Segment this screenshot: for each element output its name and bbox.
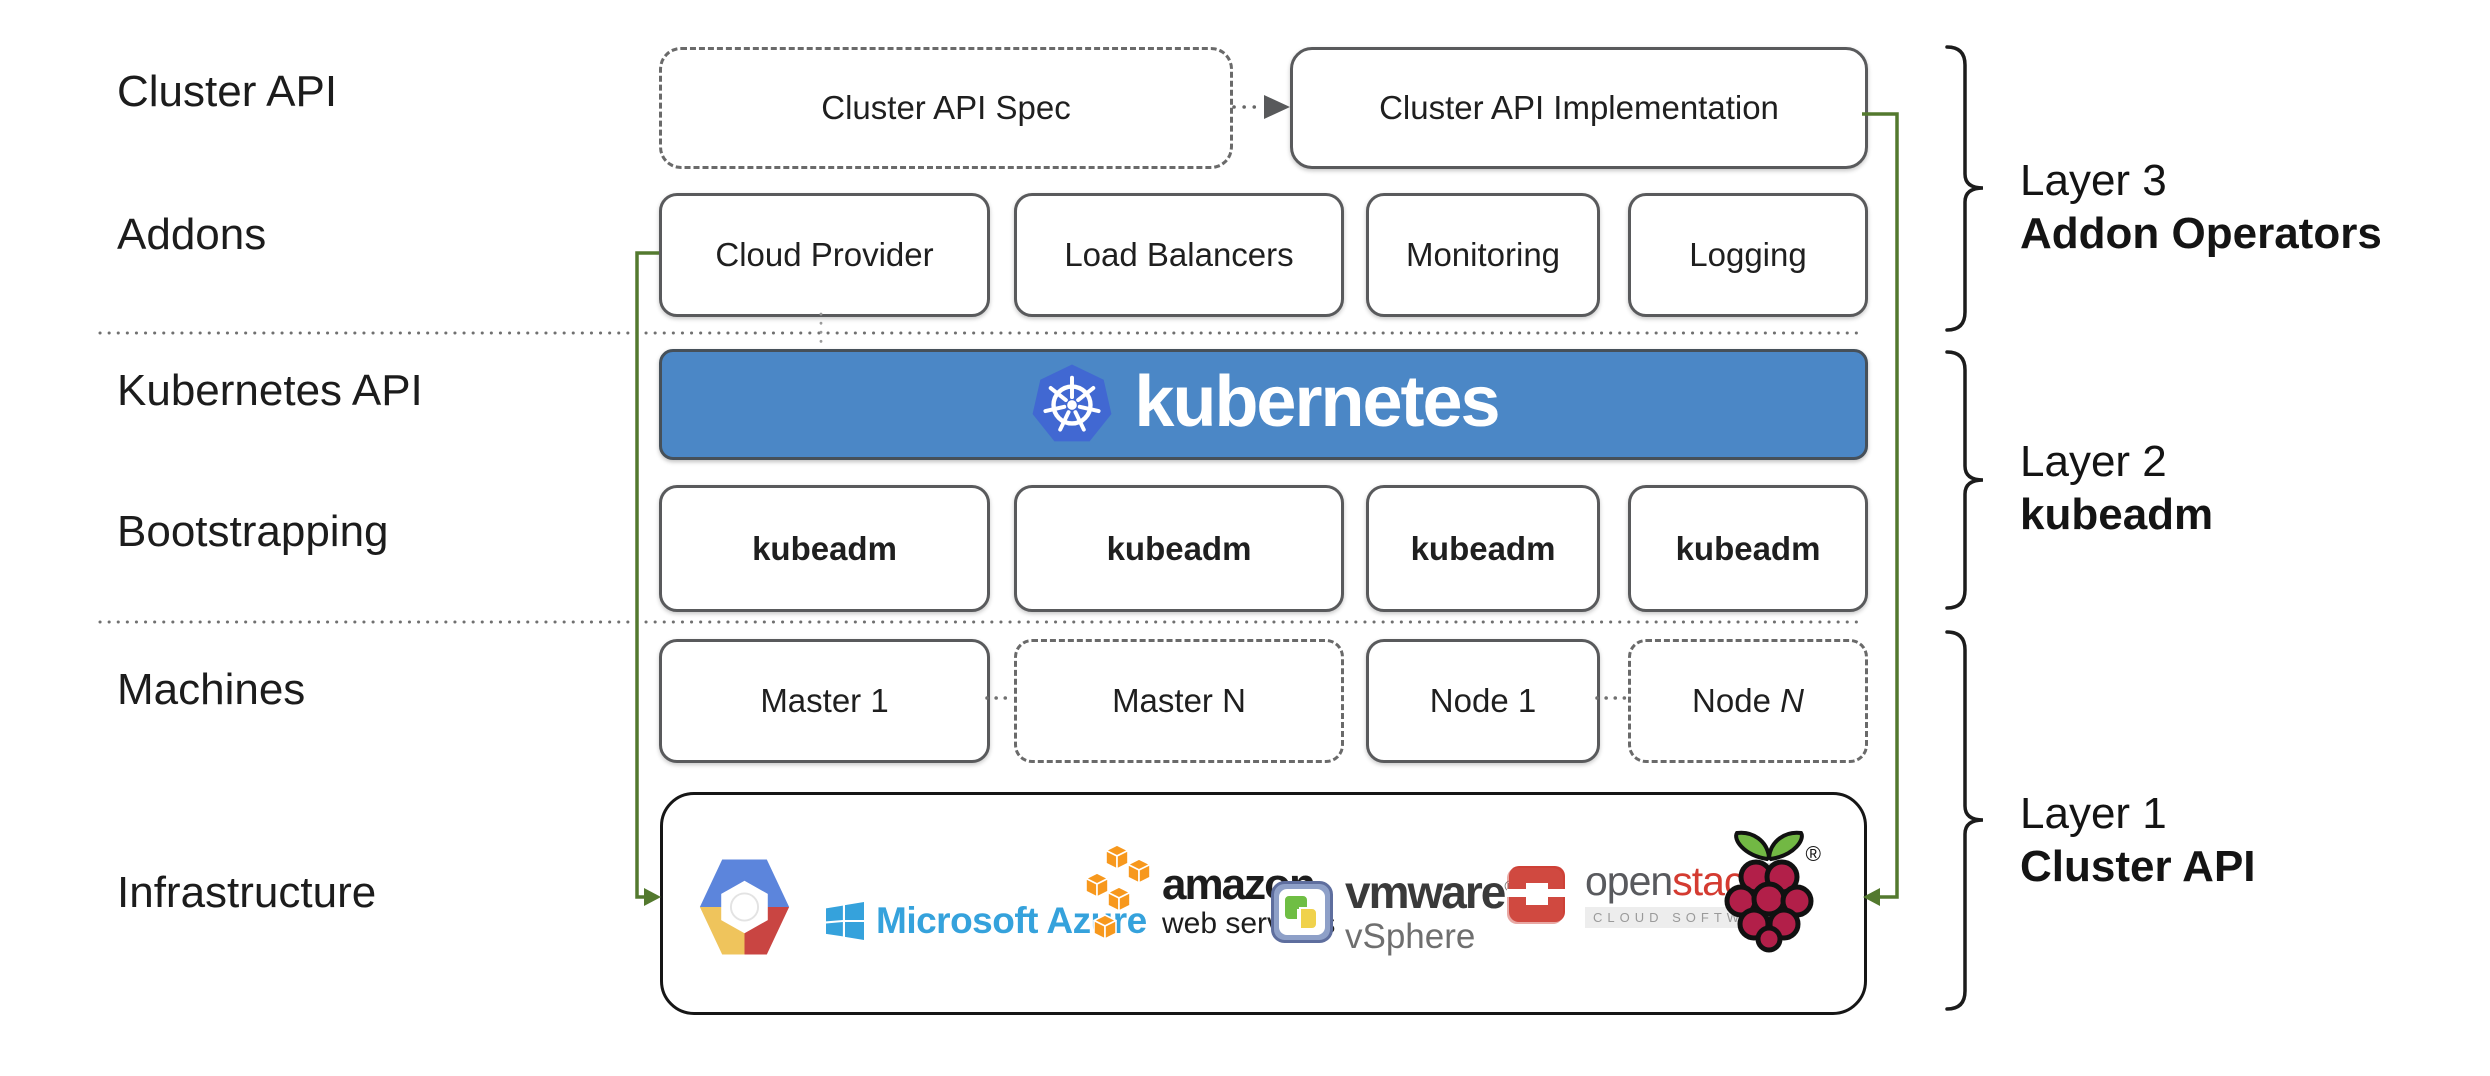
logging-box: Logging xyxy=(1628,193,1868,317)
kubeadm-box-4: kubeadm xyxy=(1628,485,1868,612)
layer2-subtitle: kubeadm xyxy=(2020,490,2214,539)
cloud-provider-box: Cloud Provider xyxy=(659,193,990,317)
vmware-icon xyxy=(1271,880,1333,943)
row-label-cluster-api: Cluster API xyxy=(117,67,338,116)
layer3-subtitle: Addon Operators xyxy=(2020,209,2382,258)
openstack-icon xyxy=(1507,865,1569,924)
kubeadm-box-2: kubeadm xyxy=(1014,485,1344,612)
row-label-bootstrapping: Bootstrapping xyxy=(117,507,389,556)
kubernetes-logo-icon xyxy=(1032,364,1112,441)
kubeadm-label-1: kubeadm xyxy=(752,529,897,567)
google-cloud-icon xyxy=(699,859,790,955)
layer2-title: Layer 2 xyxy=(2020,437,2167,486)
logging-label: Logging xyxy=(1689,236,1807,273)
vsphere-text: vSphere xyxy=(1345,917,1476,956)
cluster-api-spec-label: Cluster API Spec xyxy=(821,89,1071,126)
aws-cubes-icon xyxy=(1086,845,1151,940)
node-n-variable: N xyxy=(1780,682,1804,719)
layer2-bracket xyxy=(1945,350,1984,610)
kubernetes-banner: kubernetes xyxy=(659,349,1868,460)
node-1-box: Node 1 xyxy=(1366,639,1600,763)
kubeadm-label-2: kubeadm xyxy=(1106,529,1252,567)
microsoft-flag-icon xyxy=(826,902,864,940)
infrastructure-box: Microsoft Azure xyxy=(660,792,1867,1015)
master-n-box: Master N xyxy=(1014,639,1344,763)
kubeadm-box-3: kubeadm xyxy=(1366,485,1600,612)
cluster-api-implementation-label: Cluster API Implementation xyxy=(1379,89,1779,126)
layer3-title: Layer 3 xyxy=(2020,156,2167,205)
node-1-label: Node 1 xyxy=(1429,682,1537,719)
raspberry-pi-logo: ® xyxy=(1723,825,1821,953)
load-balancers-box: Load Balancers xyxy=(1014,193,1344,317)
row-label-addons: Addons xyxy=(117,210,267,259)
vmware-vsphere-logo: vmware® vSphere xyxy=(1271,869,1516,956)
layer1-subtitle: Cluster API xyxy=(2020,842,2256,891)
layer1-title: Layer 1 xyxy=(2020,789,2167,838)
master-1-label: Master 1 xyxy=(760,682,889,719)
monitoring-label: Monitoring xyxy=(1405,236,1561,273)
raspberry-pi-registered-mark: ® xyxy=(1805,843,1821,866)
layer1-annotation: Layer 1 Cluster API xyxy=(2020,787,2256,893)
vmware-wordmark: vmware® xyxy=(1345,869,1516,915)
layer3-annotation: Layer 3 Addon Operators xyxy=(2020,154,2382,260)
load-balancers-label: Load Balancers xyxy=(1064,236,1294,273)
kubeadm-box-1: kubeadm xyxy=(659,485,990,612)
green-arrow-left xyxy=(635,251,661,906)
row-label-kubernetes-api: Kubernetes API xyxy=(117,366,423,415)
monitoring-box: Monitoring xyxy=(1366,193,1600,317)
layer1-bracket xyxy=(1945,630,1984,1011)
master-n-label: Master N xyxy=(1112,682,1246,719)
cluster-api-spec-box: Cluster API Spec xyxy=(659,47,1233,169)
cluster-api-implementation-box: Cluster API Implementation xyxy=(1290,47,1868,169)
node-n-label: Node N xyxy=(1692,682,1804,719)
row-label-infrastructure: Infrastructure xyxy=(117,868,377,917)
layer3-bracket xyxy=(1945,45,1984,332)
row-label-machines: Machines xyxy=(117,665,306,714)
raspberry-pi-icon xyxy=(1724,830,1814,953)
kubeadm-label-3: kubeadm xyxy=(1410,529,1556,567)
kubernetes-wordmark: kubernetes xyxy=(1134,361,1500,442)
kubeadm-label-4: kubeadm xyxy=(1675,529,1821,567)
google-cloud-logo xyxy=(696,851,793,963)
master-1-box: Master 1 xyxy=(659,639,990,763)
cloud-provider-label: Cloud Provider xyxy=(715,236,934,273)
node-n-box: Node N xyxy=(1628,639,1868,763)
spec-to-implementation-arrow xyxy=(1232,95,1290,119)
layer2-annotation: Layer 2 kubeadm xyxy=(2020,435,2213,541)
